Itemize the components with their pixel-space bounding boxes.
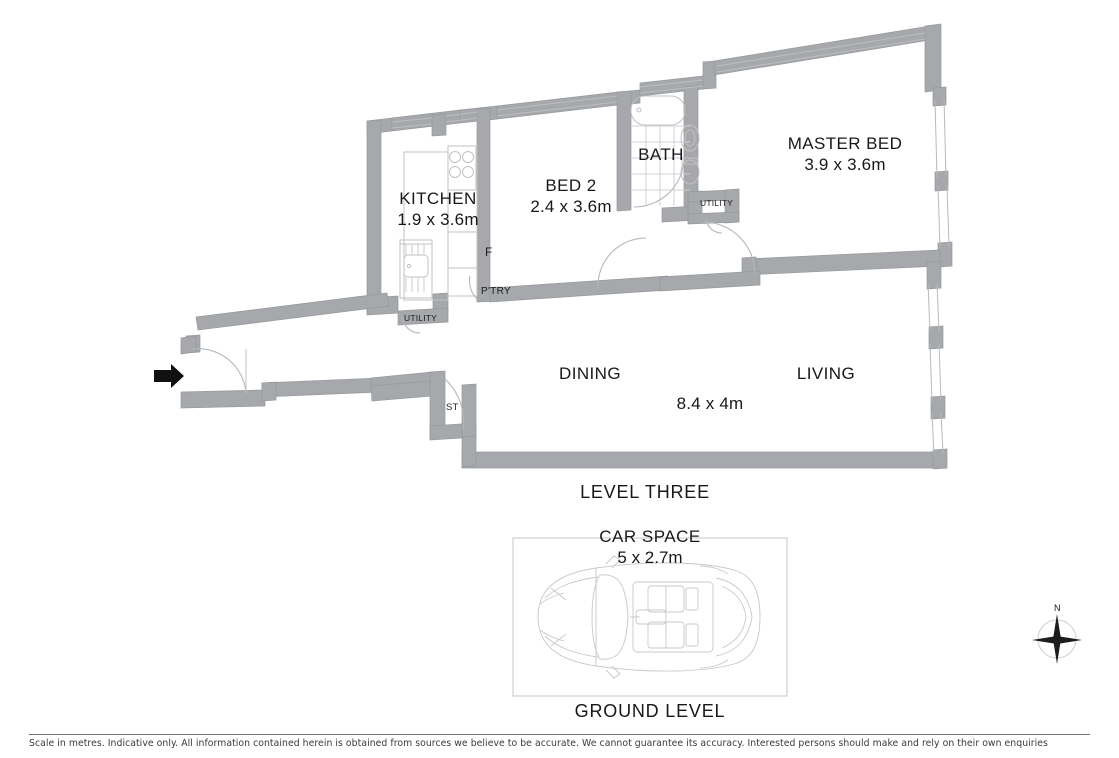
- footer-disclaimer: Scale in metres. Indicative only. All in…: [29, 738, 1048, 749]
- car-space-title: CAR SPACE: [599, 527, 701, 546]
- caption-ground-level: GROUND LEVEL: [574, 701, 726, 721]
- level-three-walls: [180, 23, 953, 470]
- label-pantry: P'TRY: [481, 286, 511, 297]
- compass-rose-icon: [1032, 614, 1082, 664]
- label-store: ST: [446, 402, 459, 413]
- entry-arrow-icon: [154, 364, 184, 388]
- car-space-drawing: [512, 537, 788, 697]
- bathroom-fixtures: [630, 95, 700, 206]
- label-fridge: F: [485, 245, 493, 259]
- car-space-dimensions: 5 x 2.7m: [617, 548, 683, 567]
- window-glazing: [391, 32, 926, 129]
- caption-level-three: LEVEL THREE: [580, 482, 710, 502]
- label-utility-bath: UTILITY: [700, 198, 734, 208]
- footer-divider: [29, 734, 1090, 735]
- door-swings: [192, 160, 756, 431]
- label-utility-kitchen: UTILITY: [404, 313, 438, 323]
- kitchen-fixtures: [399, 145, 478, 301]
- compass-north-label: N: [1054, 603, 1061, 613]
